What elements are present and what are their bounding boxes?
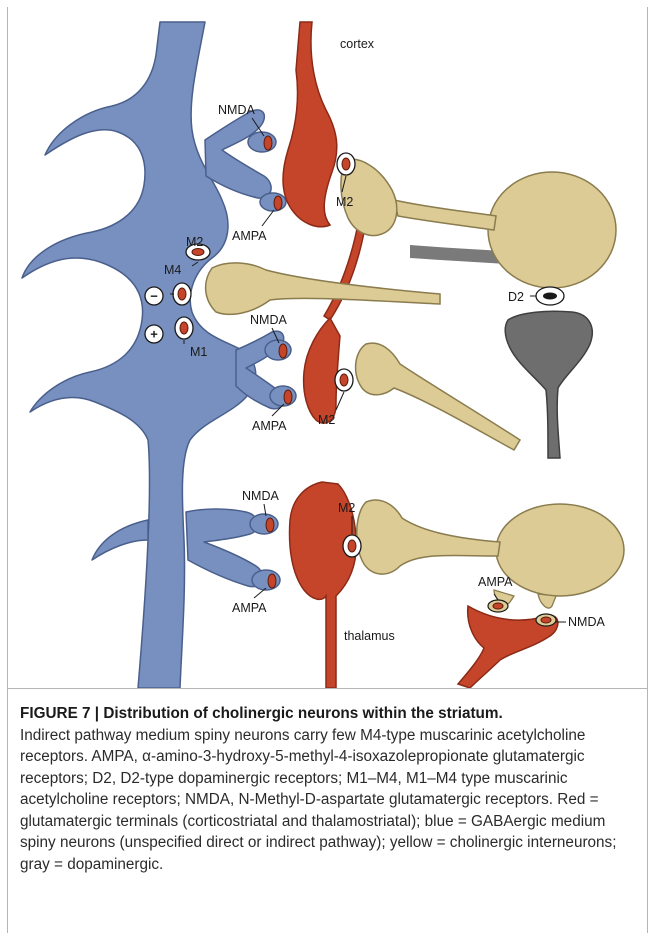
receptor-nmda-soma (536, 594, 556, 626)
receptor-nmda-lower (266, 518, 274, 532)
cholinergic-varicosity-middle (206, 263, 440, 314)
receptor-m2-upper (337, 153, 355, 175)
cholinergic-soma-lower (496, 504, 624, 596)
cortical-terminal-middle (304, 318, 340, 423)
dopaminergic-terminal (505, 311, 592, 458)
receptor-ampa-lower (268, 574, 276, 588)
nmda-label-soma: NMDA (568, 615, 605, 629)
msn-dendrite-shaft (22, 22, 256, 688)
cholinergic-soma-upper (488, 172, 616, 288)
d2-label: D2 (508, 290, 524, 304)
plus-label: + (150, 327, 158, 342)
msn-lower-left-spine (92, 520, 148, 560)
figure-caption: FIGURE 7 | Distribution of cholinergic n… (20, 703, 640, 875)
caption-body: Indirect pathway medium spiny neurons ca… (20, 727, 616, 873)
nmda-label-lower: NMDA (242, 489, 279, 503)
striatum-diagram: − + cortex thalamus NMDA AMPA M2 M2 M4 M… (0, 0, 655, 690)
receptor-m1 (175, 317, 193, 339)
ampa-label-lower: AMPA (232, 601, 267, 615)
nmda-label-upper: NMDA (218, 103, 255, 117)
m2-label-middle-left: M2 (186, 235, 203, 249)
ampa-label-middle: AMPA (252, 419, 287, 433)
receptor-ampa-middle (284, 390, 292, 404)
receptor-m2-middle-right (335, 369, 353, 391)
cortex-label: cortex (340, 37, 375, 51)
receptor-m2-lower (343, 535, 361, 557)
excitatory-sign: + (145, 325, 163, 343)
nmda-label-middle: NMDA (250, 313, 287, 327)
m2-label-lower: M2 (338, 501, 355, 515)
minus-label: − (150, 289, 158, 304)
m4-label: M4 (164, 263, 181, 277)
inhibitory-sign: − (145, 287, 163, 305)
caption-separator (7, 688, 648, 689)
caption-title: FIGURE 7 | Distribution of cholinergic n… (20, 705, 503, 722)
receptor-nmda-upper (264, 136, 272, 150)
cholinergic-axon-upper (394, 200, 496, 230)
m2-label-middle-right: M2 (318, 413, 335, 427)
cholinergic-varicosity-lower (357, 500, 500, 574)
ampa-label-upper: AMPA (232, 229, 267, 243)
receptor-d2 (536, 287, 564, 305)
receptor-ampa-soma (488, 590, 514, 612)
receptor-ampa-upper (274, 196, 282, 210)
thalamus-label: thalamus (344, 629, 395, 643)
ampa-label-soma: AMPA (478, 575, 513, 589)
receptor-nmda-middle (279, 344, 287, 358)
receptor-m4 (173, 283, 191, 305)
m2-label-upper: M2 (336, 195, 353, 209)
cholinergic-varicosity-right (356, 343, 520, 450)
m1-label: M1 (190, 345, 207, 359)
dopaminergic-varicosity (505, 311, 592, 458)
cortical-terminal-upper (283, 22, 337, 227)
